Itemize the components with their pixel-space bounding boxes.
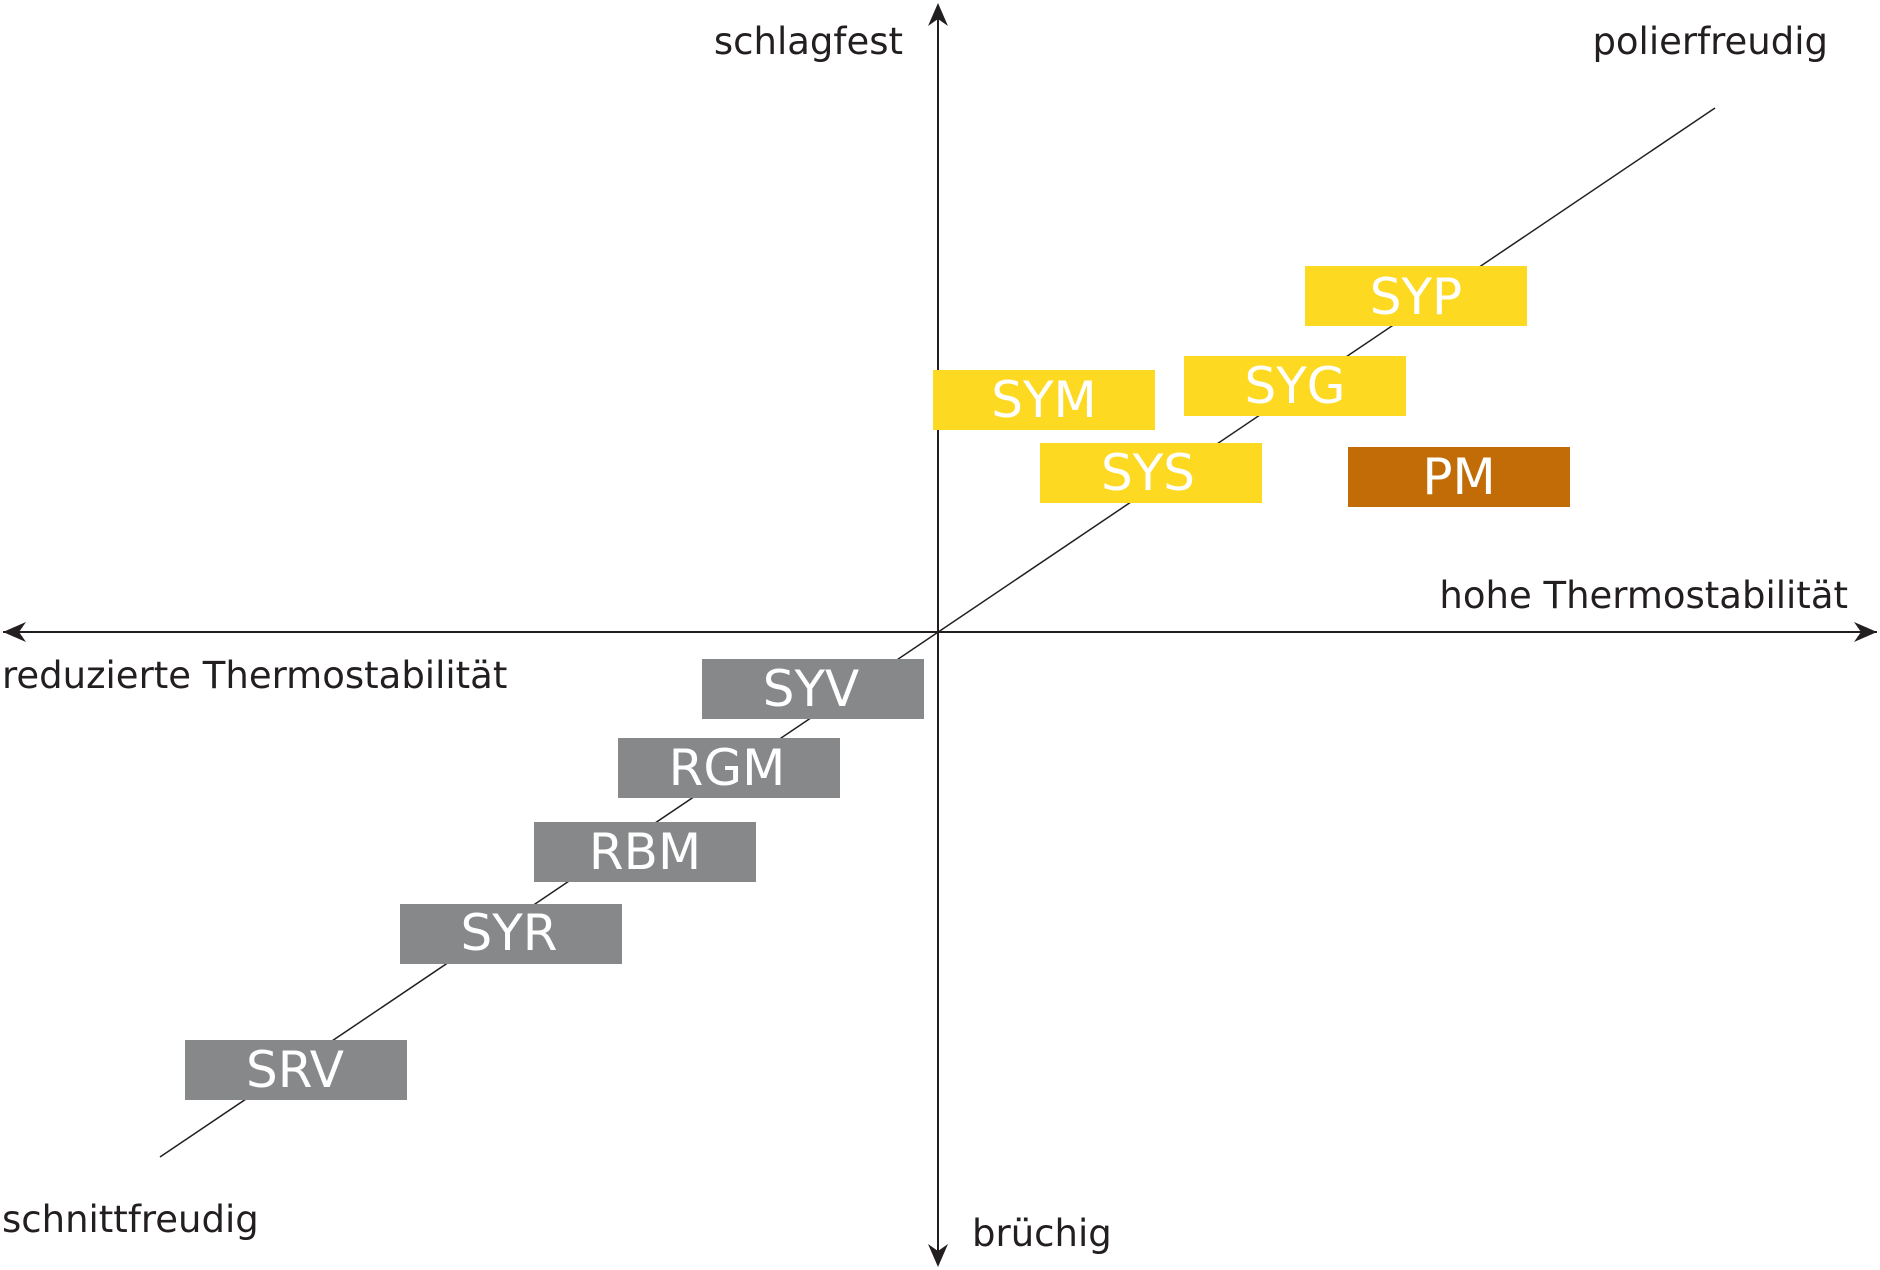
product-box-sym: SYM xyxy=(933,370,1155,430)
arrow-up-icon xyxy=(928,3,948,26)
arrow-right-icon xyxy=(1854,622,1877,642)
product-box-syp-label: SYP xyxy=(1370,268,1462,326)
product-box-rbm: RBM xyxy=(534,822,756,882)
arrow-left-icon xyxy=(3,622,26,642)
product-box-syv-label: SYV xyxy=(763,660,859,718)
product-box-srv-rect xyxy=(185,1040,407,1100)
label-polierfreudig: polierfreudig xyxy=(1592,20,1828,63)
product-box-syp-rect xyxy=(1305,266,1527,326)
label-schlagfest: schlagfest xyxy=(714,20,903,63)
label-schnittfreudig: schnittfreudig xyxy=(2,1198,259,1241)
product-box-sym-label: SYM xyxy=(991,371,1096,429)
product-box-syv-rect xyxy=(702,659,924,719)
label-reduzierte-thermostabilitaet: reduzierte Thermostabilität xyxy=(2,654,507,697)
product-box-pm-rect xyxy=(1348,447,1570,507)
label-hohe-thermostabilitaet: hohe Thermostabilität xyxy=(1439,574,1848,617)
product-box-rgm-label: RGM xyxy=(669,739,786,797)
product-box-rgm: RGM xyxy=(618,738,840,798)
product-box-syg-rect xyxy=(1184,356,1406,416)
product-box-syr-rect xyxy=(400,904,622,964)
product-box-pm: PM xyxy=(1348,447,1570,507)
product-box-pm-label: PM xyxy=(1422,448,1495,506)
product-box-syr-label: SYR xyxy=(460,904,557,962)
product-box-syv: SYV xyxy=(702,659,924,719)
product-box-rbm-label: RBM xyxy=(589,823,701,881)
product-box-sym-rect xyxy=(933,370,1155,430)
product-box-srv: SRV xyxy=(185,1040,407,1100)
product-box-syp: SYP xyxy=(1305,266,1527,326)
arrow-down-icon xyxy=(928,1244,948,1267)
product-box-sys-label: SYS xyxy=(1101,444,1195,502)
product-box-syr: SYR xyxy=(400,904,622,964)
product-box-syg: SYG xyxy=(1184,356,1406,416)
product-box-syg-label: SYG xyxy=(1244,357,1345,415)
product-box-srv-label: SRV xyxy=(246,1041,344,1099)
label-bruechig: brüchig xyxy=(972,1212,1112,1255)
product-box-rbm-rect xyxy=(534,822,756,882)
product-box-sys-rect xyxy=(1040,443,1262,503)
product-box-rgm-rect xyxy=(618,738,840,798)
product-box-sys: SYS xyxy=(1040,443,1262,503)
